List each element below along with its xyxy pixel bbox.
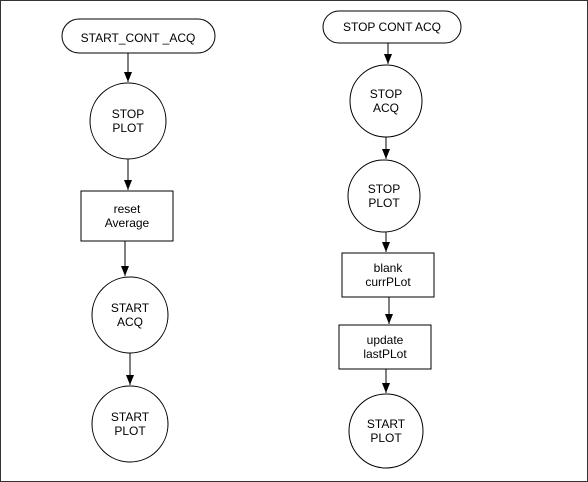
left-stop-plot-label: STOP PLOT <box>111 107 145 135</box>
left-arrow-4-head <box>126 375 134 385</box>
right-start-terminal <box>322 10 462 44</box>
right-blank-currplot-label: blank currPLot <box>365 261 411 289</box>
right-update-lastplot-label: update lastPLot <box>363 333 407 361</box>
left-reset-average-label: reset Average <box>104 202 150 230</box>
left-start-plot-label: START PLOT <box>110 410 150 438</box>
right-start-plot-node <box>348 393 424 469</box>
left-reset-average-box <box>80 190 174 242</box>
right-stop-plot-node <box>347 159 421 233</box>
left-start-acq-label: START ACQ <box>110 301 150 329</box>
left-start-plot-node <box>91 385 169 463</box>
left-arrow-1-head <box>124 72 132 82</box>
right-stop-acq-label: STOP ACQ <box>369 87 403 115</box>
right-arrow-5-head <box>382 383 390 393</box>
right-start-plot-label: START PLOT <box>366 417 406 445</box>
left-arrow-3-head <box>121 266 129 276</box>
right-start-label: STOP CONT ACQ <box>342 20 442 34</box>
right-arrow-4-head <box>385 314 393 324</box>
left-start-label: START_CONT _ACQ <box>80 31 196 45</box>
right-blank-currplot-box <box>341 252 435 298</box>
right-stop-plot-label: STOP PLOT <box>367 182 401 210</box>
right-arrow-1-head <box>384 54 392 64</box>
right-arrow-3-head <box>382 242 390 252</box>
left-arrow-2-head <box>124 180 132 190</box>
left-start-terminal <box>61 18 216 54</box>
right-arrow-2-head <box>382 149 390 159</box>
right-update-lastplot-box <box>338 324 432 370</box>
